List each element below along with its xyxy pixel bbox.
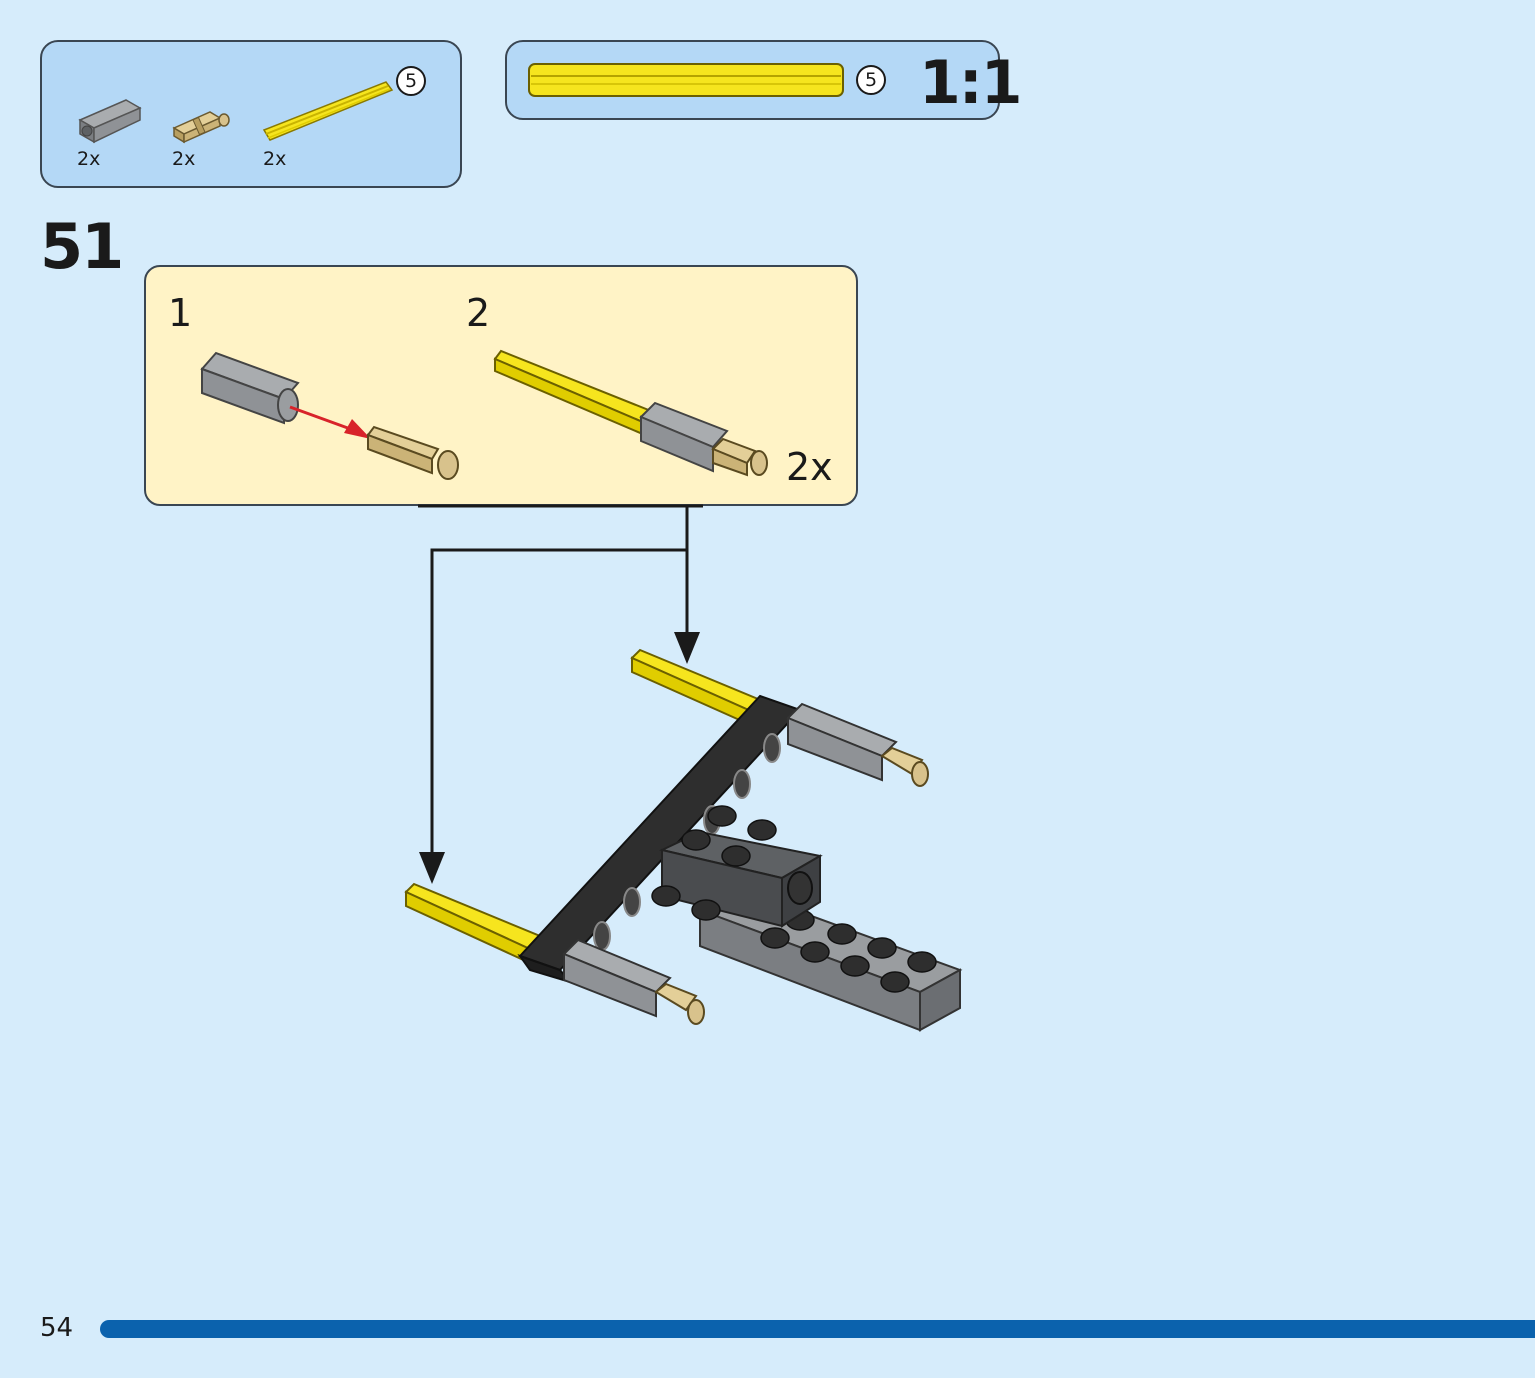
- dark-brick: [651, 805, 823, 928]
- arrow-down-icon: [419, 852, 445, 884]
- axle-pin-icon: [172, 111, 230, 144]
- yellow-axle-icon: [262, 81, 394, 141]
- arrow-head-icon: [344, 419, 371, 439]
- axle-connector-icon: [639, 401, 729, 473]
- subassembly-callout: 1 2 2x: [144, 265, 858, 506]
- axle-length-badge: 5: [856, 65, 886, 95]
- part-qty: 2x: [77, 148, 101, 170]
- axle-pin-icon: [711, 437, 768, 477]
- gray-plate: [697, 888, 963, 1032]
- part-qty: 2x: [172, 148, 196, 170]
- axle-pin-icon: [366, 425, 459, 480]
- axle-connector-icon: [78, 99, 142, 144]
- axle-length-badge: 5: [396, 66, 426, 96]
- scale-label: 1:1: [919, 48, 1022, 118]
- substep-number: 1: [168, 291, 193, 335]
- substep-2-illustration: [493, 349, 768, 477]
- gray-connector-top: [786, 702, 929, 787]
- black-liftarm: [517, 694, 802, 984]
- axle-connector-icon: [200, 351, 300, 425]
- arrow-down-icon: [674, 632, 700, 664]
- step-number: 51: [40, 210, 124, 283]
- yellow-axle-icon: [528, 63, 844, 97]
- page-number: 54: [40, 1313, 74, 1343]
- part-qty: 2x: [263, 148, 287, 170]
- model-illustration: [404, 648, 963, 1032]
- yellow-axle-bottom: [404, 882, 542, 966]
- substep-1-illustration: [200, 351, 459, 480]
- parts-callout: 2x 2x 2x 5: [40, 40, 462, 188]
- subassembly-multiplier: 2x: [786, 445, 833, 489]
- substep-number: 2: [466, 291, 491, 335]
- arrow-line: [289, 405, 357, 433]
- progress-bar: [100, 1320, 1535, 1338]
- gray-connector-bottom: [562, 938, 705, 1025]
- scale-reference: 5 1:1: [505, 40, 1022, 120]
